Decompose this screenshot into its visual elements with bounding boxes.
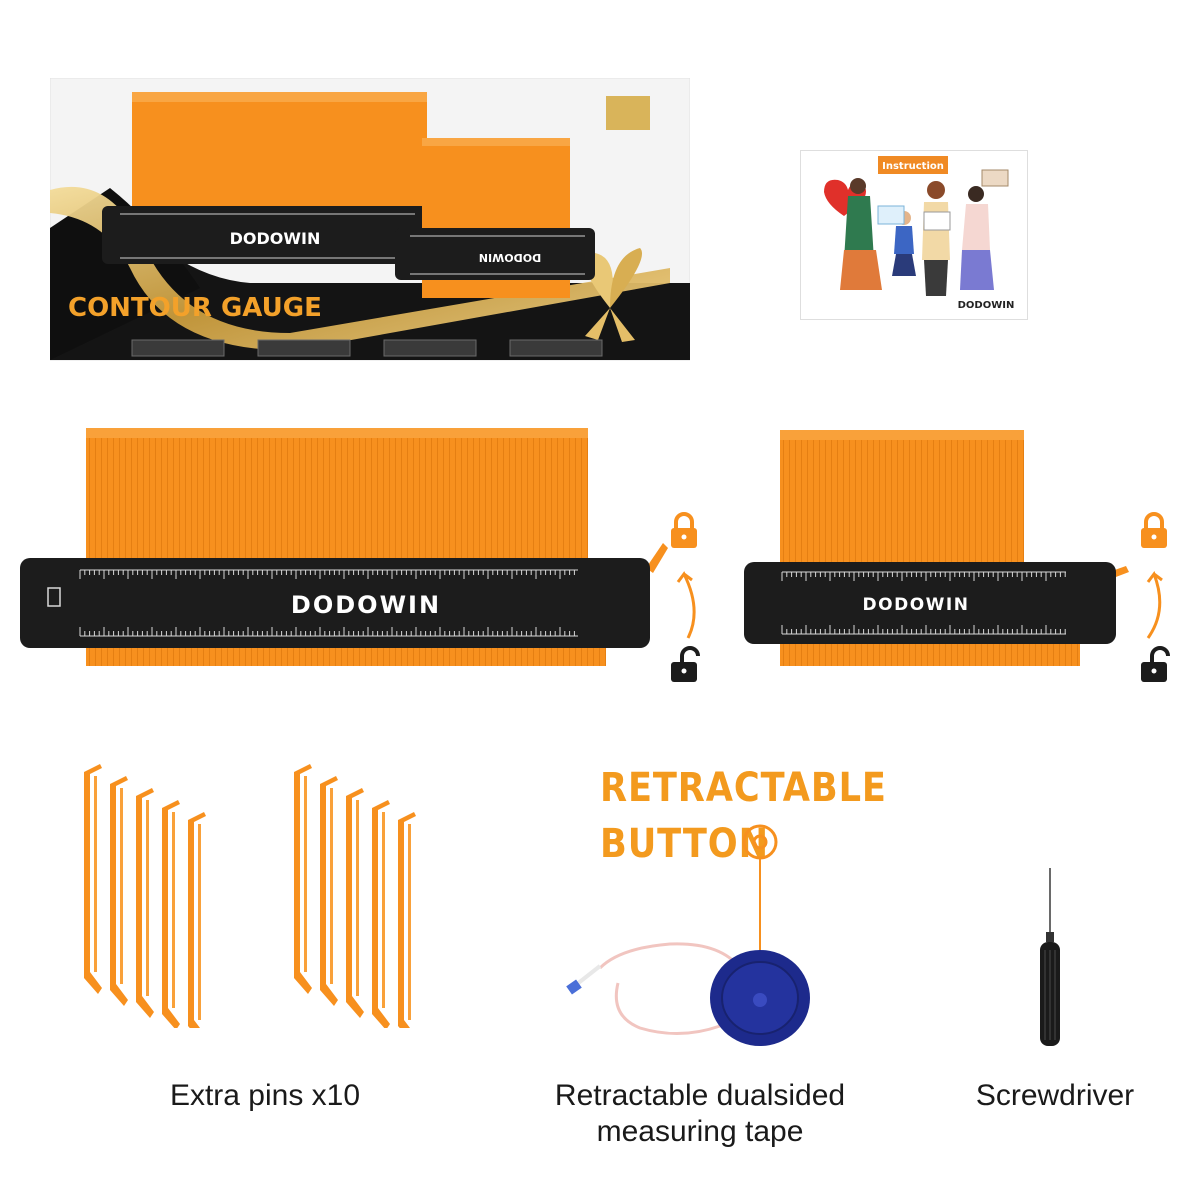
large-contour-gauge: DODOWIN [20, 428, 668, 666]
callout-retractable: RETRACTABLE BUTTON [600, 760, 887, 872]
card-brand: DODOWIN [958, 300, 1015, 311]
target-icon [742, 824, 778, 860]
large-lock-indicator [671, 512, 700, 682]
box-gauge-brand: DODOWIN [230, 229, 321, 248]
curved-arrow-icon [676, 571, 696, 639]
caption-extra-pins: Extra pins x10 [169, 1079, 361, 1112]
large-gauge-brand: DODOWIN [291, 591, 441, 619]
callout-line-2: BUTTON [600, 821, 769, 867]
lock-open-icon [1141, 646, 1170, 682]
box-small-gauge-brand: DODOWIN [479, 251, 541, 264]
illustration-people [840, 169, 1009, 296]
box-title: CONTOUR GAUGE [68, 293, 322, 323]
curved-arrow-icon [1146, 570, 1163, 639]
caption-screwdriver: Screwdriver [975, 1079, 1135, 1112]
screwdriver [1040, 868, 1060, 1046]
caption-tape-line-2: measuring tape [596, 1115, 804, 1148]
extra-pins [84, 764, 416, 1028]
small-lock-indicator [1141, 512, 1170, 682]
lock-closed-icon [671, 512, 697, 548]
callout-line-1: RETRACTABLE [600, 765, 887, 811]
small-gauge-brand: DODOWIN [863, 595, 970, 615]
caption-measuring-tape: Retractable dualsided measuring tape [520, 1078, 880, 1150]
card-header: Instruction [882, 161, 944, 172]
product-box: DODOWIN DODOWIN CONTOUR GAUGE [50, 78, 690, 361]
caption-tape-line-1: Retractable dualsided [554, 1079, 846, 1112]
lock-closed-icon [1141, 512, 1167, 548]
lock-open-icon [671, 646, 700, 682]
instruction-card: Instruction DODOWIN [800, 150, 1028, 320]
small-contour-gauge: DODOWIN [744, 430, 1129, 666]
measuring-tape [566, 858, 810, 1046]
